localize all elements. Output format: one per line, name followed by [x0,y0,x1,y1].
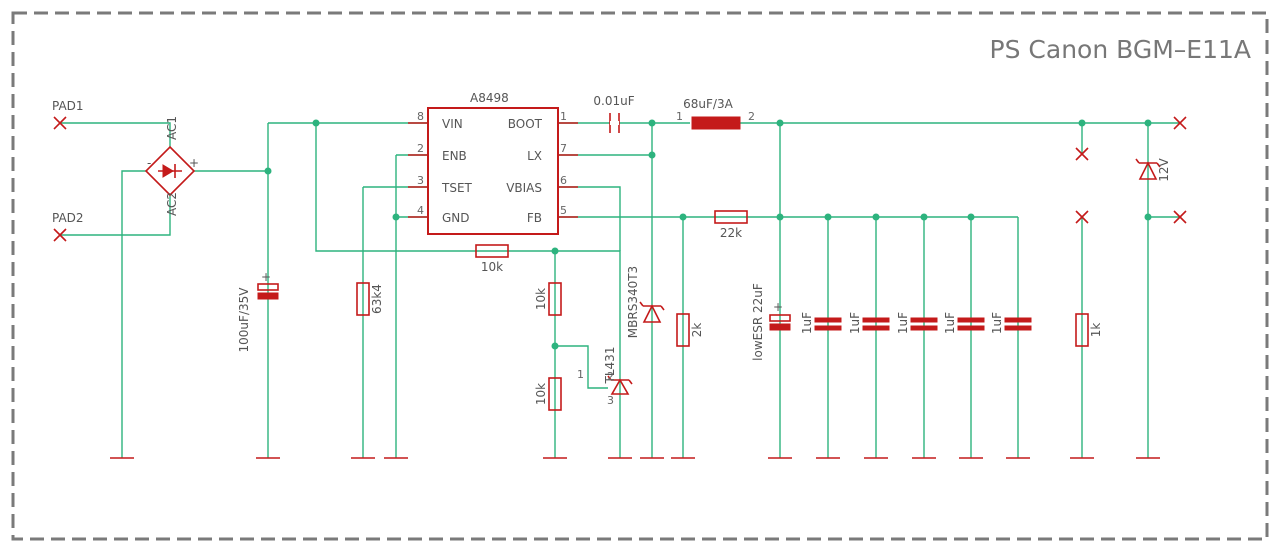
svg-text:2: 2 [417,142,424,155]
pad1: PAD1 [52,99,84,130]
inductor: 68uF/3A 1 2 [676,97,755,130]
capacitor-1uf-3: 1uF [896,312,938,334]
bridge-rectifier: AC1 AC2 - + [144,116,199,216]
svg-text:10k: 10k [534,383,548,405]
sheet-frame [11,11,1269,541]
svg-text:ENB: ENB [442,149,467,163]
junctions [264,119,1152,350]
capacitor-1uf-1: 1uF [800,312,842,334]
resistor-2k: 2k [676,313,704,347]
svg-text:6: 6 [560,174,567,187]
svg-text:PAD1: PAD1 [52,99,84,113]
svg-text:1uF: 1uF [896,312,910,334]
svg-text:10k: 10k [534,288,548,310]
resistor-tset: 63k4 [356,282,384,316]
capacitor-1uf-4: 1uF [943,312,985,334]
svg-text:+: + [773,300,783,314]
svg-text:LX: LX [527,149,542,163]
svg-text:100uF/35V: 100uF/35V [237,287,251,353]
svg-text:3: 3 [607,394,614,407]
svg-text:AC2: AC2 [165,192,179,216]
resistor-1k: 1k [1075,313,1103,347]
svg-text:TSET: TSET [441,181,473,195]
resistor-22k: 22k [714,210,748,240]
svg-text:1uF: 1uF [943,312,957,334]
svg-text:1: 1 [577,368,584,381]
ic-a8498: A8498 VIN ENB TSET GND BOOT LX VBIAS FB … [408,91,578,235]
svg-text:12V: 12V [1157,157,1171,181]
svg-text:1: 1 [560,110,567,123]
svg-text:PAD2: PAD2 [52,211,84,225]
resistor-10k-top: 10k [475,244,509,274]
svg-text:1uF: 1uF [990,312,1004,334]
svg-text:22k: 22k [720,226,742,240]
svg-text:TL431: TL431 [603,347,617,385]
zener-diode: 12V [1135,157,1171,182]
schottky-diode: MBRS340T3 [626,266,665,338]
terminal-markers [1075,116,1187,224]
input-capacitor: + 100uF/35V [237,270,279,353]
svg-text:1uF: 1uF [800,312,814,334]
svg-text:FB: FB [527,211,542,225]
sheet-title: PS Canon BGM–E11A [990,35,1251,64]
svg-text:63k4: 63k4 [370,284,384,314]
svg-text:1k: 1k [1089,323,1103,338]
svg-text:lowESR 22uF: lowESR 22uF [751,283,765,361]
pad2: PAD2 [52,211,84,242]
svg-text:GND: GND [442,211,470,225]
capacitor-1uf-2: 1uF [848,312,890,334]
svg-text:AC1: AC1 [165,116,179,140]
svg-text:5: 5 [560,204,567,217]
capacitor-boot: 0.01uF [593,94,635,133]
resistor-10k-divider-bottom: 10k [534,377,562,411]
svg-text:1uF: 1uF [848,312,862,334]
resistor-10k-divider-top: 10k [534,282,562,316]
tl431-regulator: TL431 1 2 3 [577,347,633,407]
svg-text:+: + [261,270,271,284]
svg-text:7: 7 [560,142,567,155]
svg-text:4: 4 [417,204,424,217]
capacitor-lowesr: + lowESR 22uF [751,283,791,361]
svg-text:8: 8 [417,110,424,123]
capacitor-1uf-5: 1uF [990,312,1032,334]
svg-text:VBIAS: VBIAS [506,181,542,195]
wires [60,122,1180,458]
svg-text:2: 2 [607,370,614,383]
svg-text:+: + [189,156,199,170]
svg-text:-: - [147,156,151,170]
svg-text:VIN: VIN [442,117,463,131]
svg-text:68uF/3A: 68uF/3A [683,97,733,111]
svg-text:2k: 2k [690,323,704,338]
svg-text:MBRS340T3: MBRS340T3 [626,266,640,338]
svg-text:0.01uF: 0.01uF [593,94,634,108]
svg-text:1: 1 [676,110,683,123]
svg-text:BOOT: BOOT [508,117,543,131]
svg-text:3: 3 [417,174,424,187]
svg-text:10k: 10k [481,260,503,274]
svg-text:A8498: A8498 [470,91,509,105]
svg-text:2: 2 [748,110,755,123]
